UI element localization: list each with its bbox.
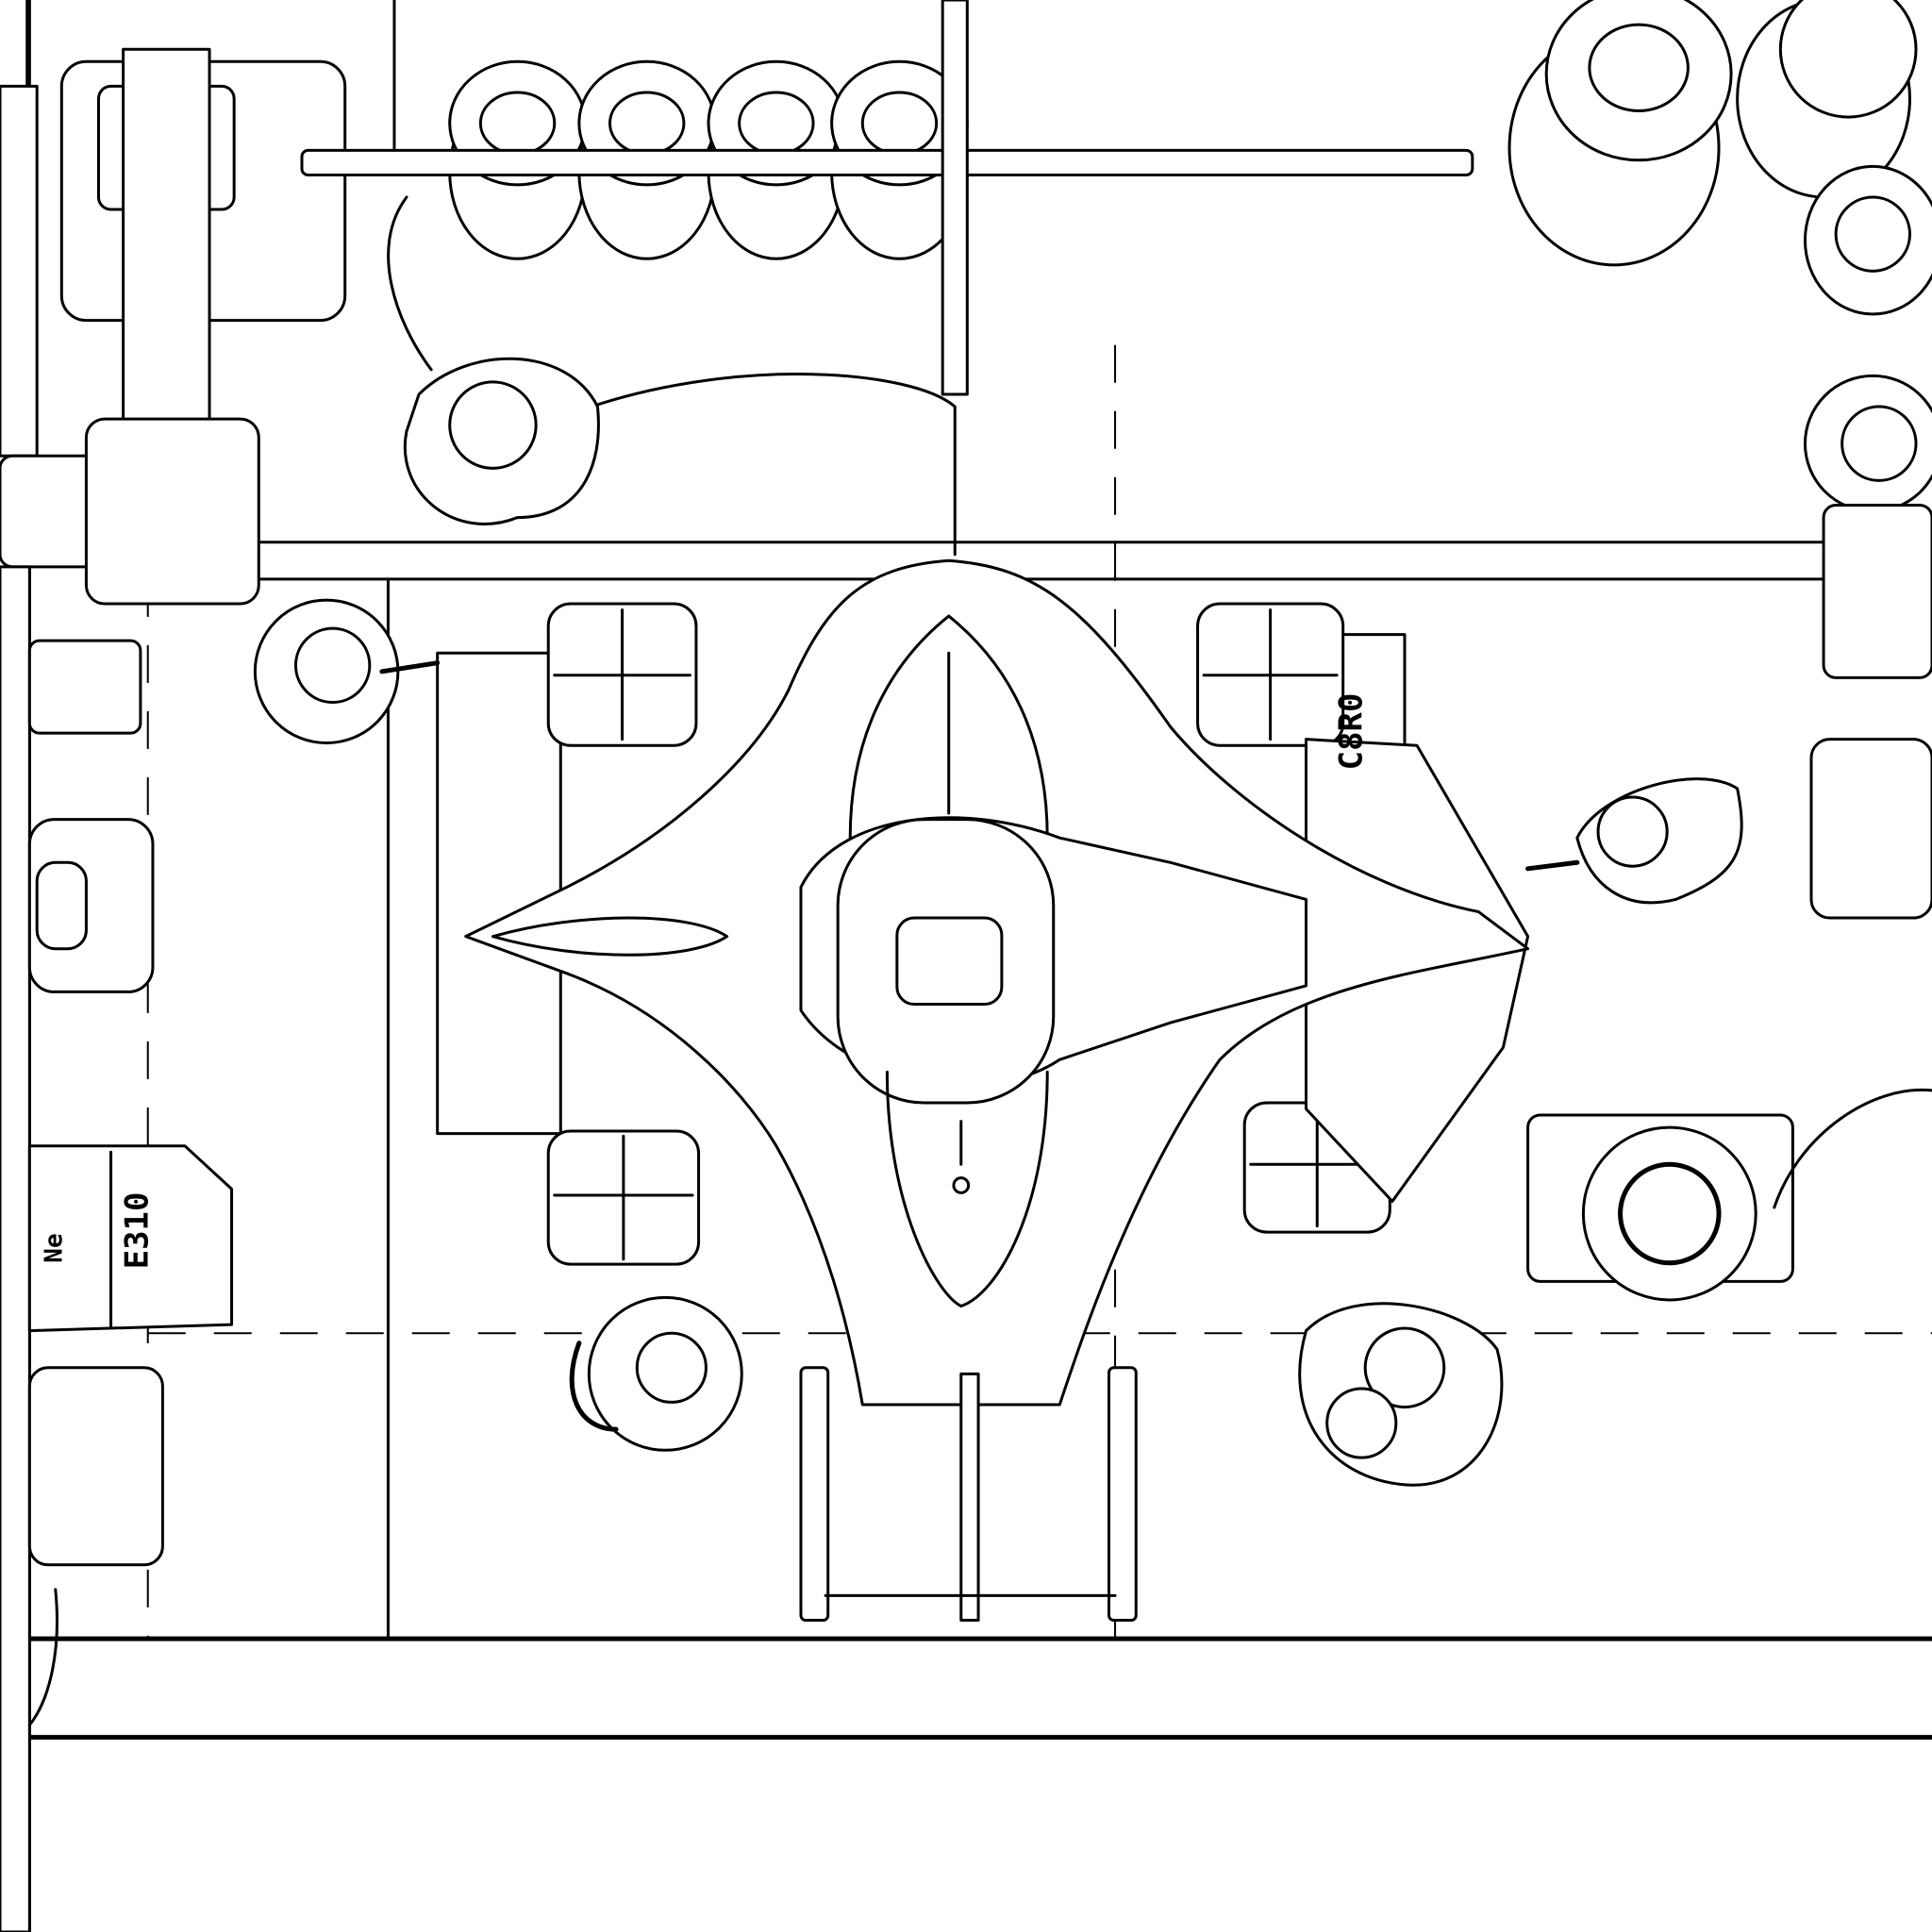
generator-label: E310 bbox=[119, 1192, 157, 1270]
car-tire bbox=[548, 604, 696, 745]
crew-member bbox=[1300, 1304, 1502, 1486]
left-equipment: E310 Ne bbox=[29, 641, 231, 1724]
generator-cart: E310 Ne bbox=[29, 1146, 231, 1331]
car-tire bbox=[1198, 604, 1343, 745]
car-tire bbox=[548, 1131, 698, 1264]
tire-stacks-right bbox=[1509, 0, 1932, 918]
tire-cart-label: C8R0 bbox=[1332, 693, 1370, 771]
crew-member bbox=[255, 600, 437, 743]
tire-cart bbox=[1528, 1090, 1932, 1300]
generator-small-label: Ne bbox=[40, 1233, 68, 1262]
race-car bbox=[438, 560, 1528, 1620]
pit-crew bbox=[255, 358, 1741, 1485]
crew-member bbox=[572, 1297, 741, 1450]
crew-member bbox=[405, 358, 598, 524]
tire-stacks-top bbox=[302, 0, 1473, 555]
overhead-gantry bbox=[0, 49, 345, 1932]
crew-member bbox=[1528, 779, 1742, 903]
